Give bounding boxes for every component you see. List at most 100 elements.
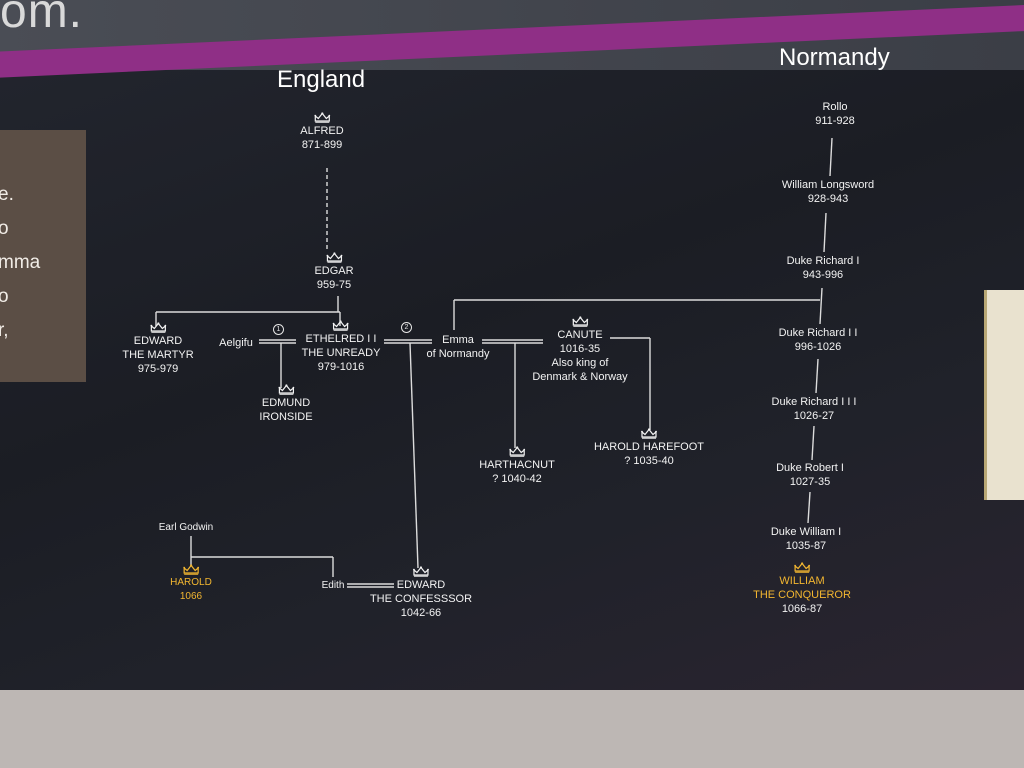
- reign-years: 1066: [179, 591, 203, 602]
- marriage-number-2: 2: [401, 322, 412, 333]
- exhibit-panel: om. England Normandy e. o mma o r,: [0, 0, 1024, 690]
- crown-icon: [300, 112, 343, 124]
- left-text-fragment: o: [0, 218, 9, 239]
- node-emma: Emma of Normandy: [427, 333, 490, 361]
- crown-icon: [170, 564, 212, 576]
- reign-years: 911-928: [815, 115, 855, 127]
- family-tree-lines: [155, 137, 833, 588]
- person-epithet: THE CONQUEROR: [753, 589, 851, 601]
- person-name: EDWARD: [133, 335, 183, 347]
- person-name: WILLIAM: [779, 575, 825, 587]
- crown-icon: [314, 252, 353, 264]
- person-epithet: THE MARTYR: [122, 349, 194, 361]
- reign-years: 996-1026: [794, 341, 842, 353]
- line-longsword-richard1: [823, 212, 827, 253]
- reign-years: 943-996: [802, 269, 844, 281]
- region-label-normandy: Normandy: [779, 44, 890, 71]
- node-edgar: EDGAR 959-75: [314, 252, 354, 292]
- reign-years: 959-75: [316, 279, 352, 291]
- node-harold-harefoot: HAROLD HAREFOOT ? 1035-40: [594, 428, 704, 468]
- left-text-fragment: r,: [0, 320, 9, 341]
- reign-years: ? 1040-42: [492, 473, 542, 485]
- person-name: HARTHACNUT: [479, 459, 555, 471]
- reign-years: 975-979: [137, 363, 179, 375]
- node-harold: HAROLD 1066: [170, 564, 212, 604]
- reign-years: 1016-35: [559, 343, 601, 355]
- reign-years: ? 1035-40: [624, 455, 674, 467]
- node-duke-william-1: Duke William I 1035-87: [771, 525, 841, 553]
- marriage-number-1: 1: [273, 324, 284, 335]
- person-epithet: IRONSIDE: [259, 411, 313, 423]
- region-label-england: England: [277, 66, 366, 93]
- canute-note: Denmark & Norway: [532, 371, 628, 383]
- person-name: Emma: [442, 334, 474, 346]
- line-richard2-richard3: [815, 358, 819, 394]
- reign-years: 1042-66: [400, 607, 442, 619]
- line-richard1-richard2: [819, 287, 823, 325]
- person-name: EDMUND: [261, 397, 311, 409]
- crown-icon: [753, 562, 851, 574]
- person-name: Earl Godwin: [158, 522, 214, 533]
- crown-icon: [479, 446, 555, 458]
- canute-note: Also king of: [551, 357, 609, 369]
- node-duke-richard-1: Duke Richard I 943-996: [787, 254, 860, 282]
- node-duke-richard-3: Duke Richard I I I 1026-27: [772, 395, 857, 423]
- node-alfred: ALFRED 871-899: [300, 112, 344, 152]
- node-edith: Edith: [322, 579, 345, 593]
- node-ethelred: ETHELRED I I THE UNREADY 979-1016: [301, 320, 381, 374]
- left-text-fragment: e.: [0, 184, 14, 205]
- left-text-fragment: mma: [0, 252, 41, 273]
- node-aelgifu: Aelgifu: [219, 336, 253, 350]
- crown-icon: [594, 428, 704, 440]
- node-edward-confessor: EDWARD THE CONFESSSOR 1042-66: [370, 566, 472, 620]
- node-earl-godwin: Earl Godwin: [159, 521, 213, 535]
- line-rollo-longsword: [829, 137, 833, 177]
- node-duke-richard-2: Duke Richard I I 996-1026: [779, 326, 858, 354]
- person-epithet: THE CONFESSSOR: [369, 593, 473, 605]
- person-name: Duke Richard I: [786, 255, 860, 267]
- person-epithet: THE UNREADY: [301, 347, 381, 359]
- node-rollo: Rollo 911-928: [815, 100, 855, 128]
- crown-icon: [370, 566, 472, 578]
- crown-icon: [122, 322, 193, 334]
- page-title-fragment: om.: [0, 0, 84, 38]
- reign-years: 871-899: [301, 139, 343, 151]
- person-name: Duke Richard I I I: [771, 396, 857, 408]
- person-name: Edith: [321, 580, 345, 591]
- node-william-longsword: William Longsword 928-943: [782, 178, 874, 206]
- line-to-edward-confessor: [409, 342, 419, 569]
- person-name: EDWARD: [396, 579, 446, 591]
- node-canute: CANUTE 1016-35 Also king of Denmark & No…: [532, 316, 628, 384]
- node-duke-robert-1: Duke Robert I 1027-35: [776, 461, 844, 489]
- reign-years: 979-1016: [317, 361, 365, 373]
- person-name: ETHELRED I I: [305, 333, 377, 345]
- crown-icon: [259, 384, 312, 396]
- person-name: William Longsword: [781, 179, 875, 191]
- person-name: Aelgifu: [219, 337, 253, 349]
- person-name: HAROLD: [170, 577, 212, 588]
- adjacent-panel-edge: [984, 290, 1024, 500]
- reign-years: 1027-35: [789, 476, 831, 488]
- person-name: EDGAR: [314, 265, 354, 277]
- person-name: Duke William I: [770, 526, 842, 538]
- crown-icon: [302, 320, 381, 332]
- person-name: Duke Richard I I: [778, 327, 858, 339]
- line-richard3-robert1: [811, 425, 815, 461]
- reign-years: 1066-87: [781, 603, 823, 615]
- person-name: ALFRED: [300, 125, 344, 137]
- left-text-panel: e. o mma o r,: [0, 130, 86, 382]
- reign-years: 1035-87: [785, 540, 827, 552]
- node-edmund-ironside: EDMUND IRONSIDE: [259, 384, 313, 424]
- node-william-the-conqueror: WILLIAM THE CONQUEROR 1066-87: [753, 562, 851, 616]
- person-name: HAROLD HAREFOOT: [593, 441, 705, 453]
- reign-years: 928-943: [807, 193, 849, 205]
- person-epithet: of Normandy: [426, 348, 490, 360]
- person-name: Rollo: [822, 101, 848, 113]
- reign-years: 1026-27: [793, 410, 835, 422]
- left-text-fragment: o: [0, 286, 9, 307]
- node-edward-martyr: EDWARD THE MARTYR 975-979: [122, 322, 194, 376]
- node-harthacnut: HARTHACNUT ? 1040-42: [479, 446, 555, 486]
- line-robert1-william1: [807, 491, 811, 524]
- person-name: CANUTE: [557, 329, 603, 341]
- person-name: Duke Robert I: [776, 462, 844, 474]
